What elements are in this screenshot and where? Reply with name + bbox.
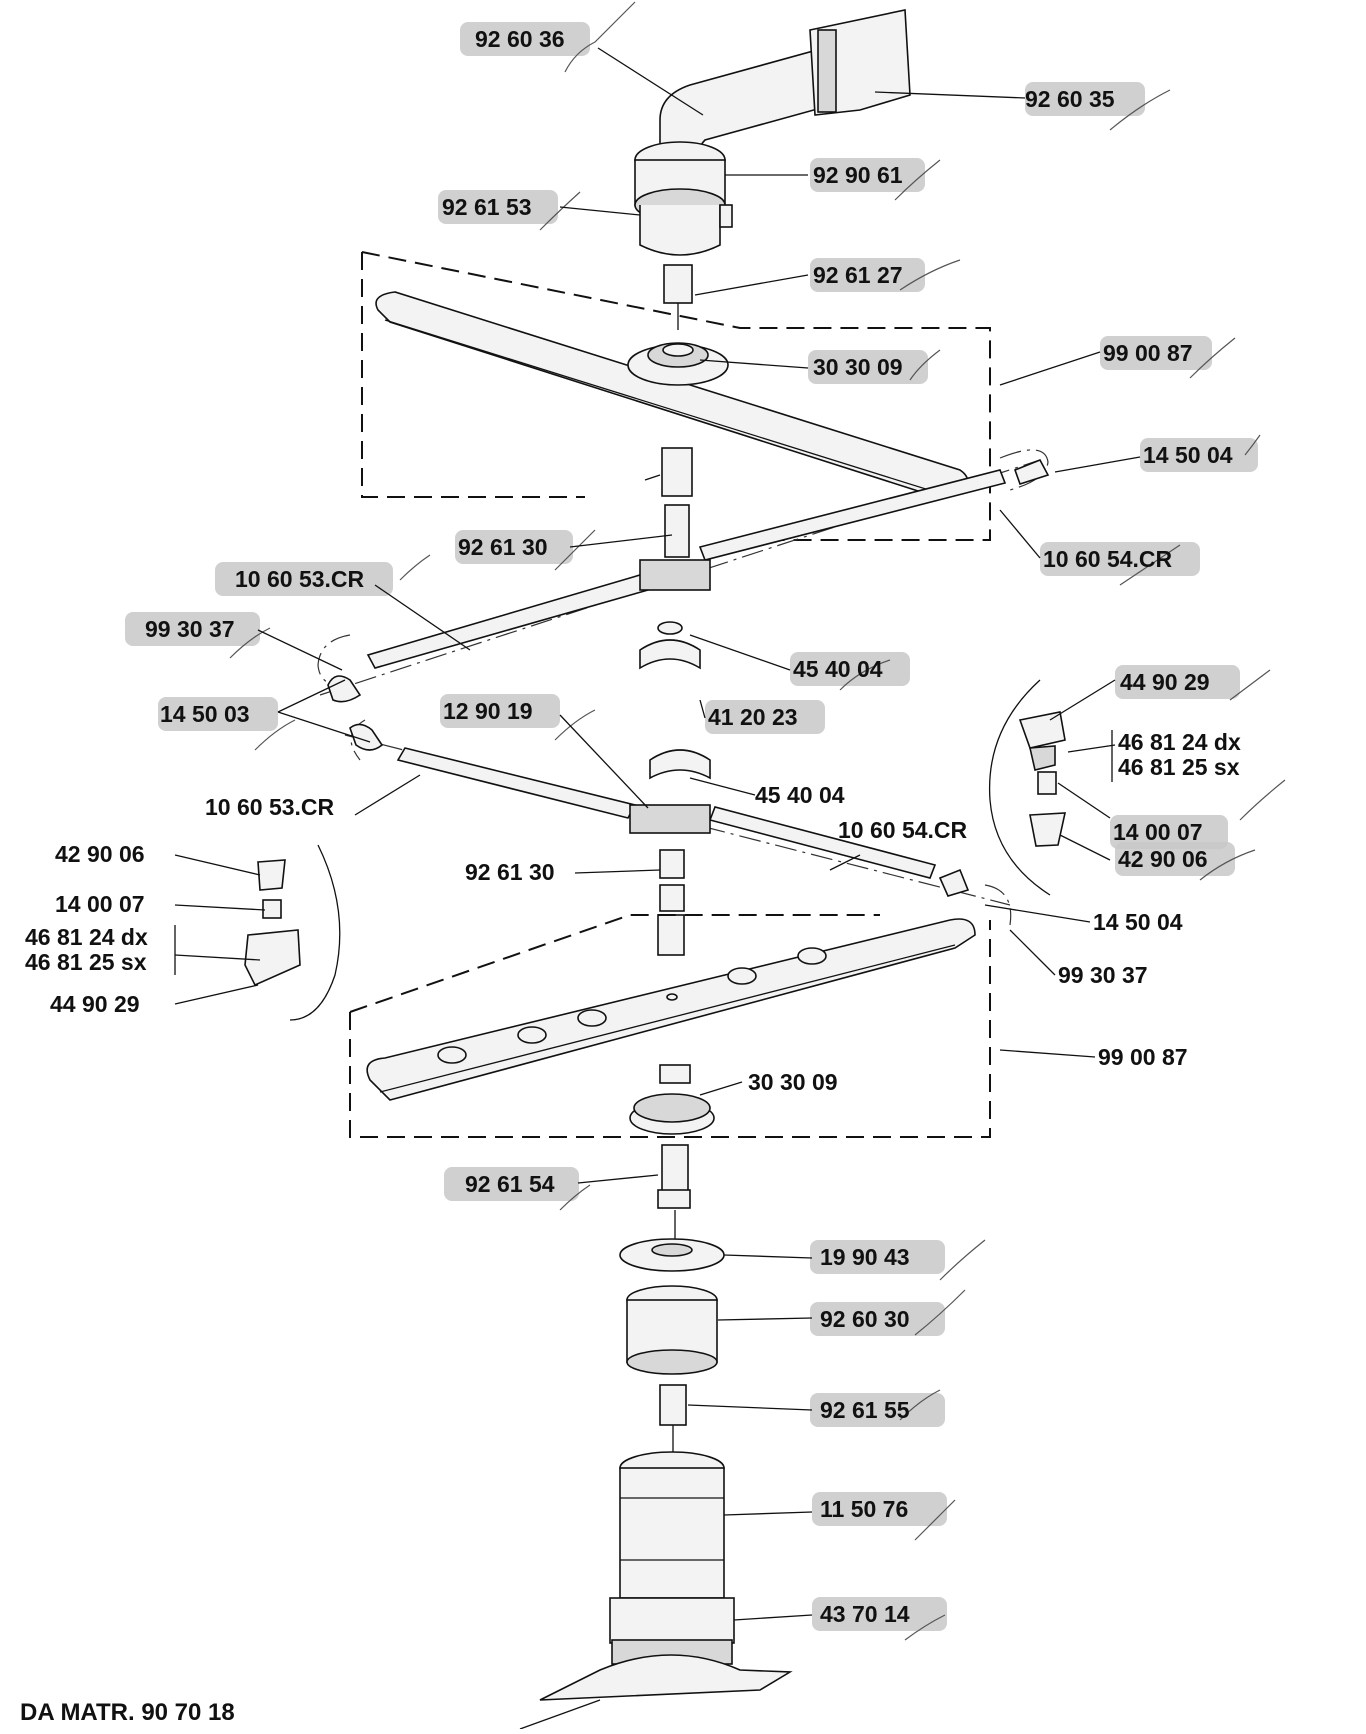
- label-10-60-53-cr-upper: 10 60 53.CR: [235, 566, 365, 592]
- feed-elbow-assembly: [634, 9, 911, 330]
- label-10-60-54-cr-upper: 10 60 54.CR: [1043, 546, 1173, 572]
- label-46-81-24-dx-left: 46 81 24 dx: [25, 924, 148, 950]
- label-45-40-04-upper: 45 40 04: [793, 656, 883, 682]
- check-marks: [229, 1, 1286, 1641]
- label-92-90-61: 92 90 61: [813, 162, 903, 188]
- label-30-30-09-lower: 30 30 09: [748, 1069, 838, 1095]
- label-46-81-24-dx-right: 46 81 24 dx: [1118, 729, 1241, 755]
- label-19-90-43: 19 90 43: [820, 1244, 910, 1270]
- label-highlights: [125, 22, 1258, 1631]
- label-99-00-87-lower: 99 00 87: [1098, 1044, 1188, 1070]
- upper-spray-arm-assembly: [361, 251, 991, 558]
- label-11-50-76: 11 50 76: [820, 1496, 908, 1522]
- label-14-50-04-lower: 14 50 04: [1093, 909, 1183, 935]
- label-92-61-54: 92 61 54: [465, 1171, 555, 1197]
- label-14-50-04-upper: 14 50 04: [1143, 442, 1233, 468]
- label-10-60-54-cr-lower: 10 60 54.CR: [838, 817, 968, 843]
- label-14-00-07-right: 14 00 07: [1113, 819, 1203, 845]
- label-92-61-27: 92 61 27: [813, 262, 903, 288]
- label-43-70-14: 43 70 14: [820, 1601, 910, 1627]
- label-10-60-53-cr-lower: 10 60 53.CR: [205, 794, 335, 820]
- nozzle-detail-right: [988, 679, 1067, 896]
- footer-note: DA MATR. 90 70 18: [20, 1699, 235, 1726]
- label-92-60-35: 92 60 35: [1025, 86, 1115, 112]
- label-30-30-09-upper: 30 30 09: [813, 354, 903, 380]
- label-92-61-55: 92 61 55: [820, 1397, 910, 1423]
- bottom-hub-stack: [519, 1144, 793, 1730]
- label-92-61-53: 92 61 53: [442, 194, 532, 220]
- label-99-30-37-lower: 99 30 37: [1058, 962, 1148, 988]
- label-45-40-04-lower: 45 40 04: [755, 782, 845, 808]
- lower-tube-axis: [344, 719, 1012, 956]
- label-42-90-06-right: 42 90 06: [1118, 846, 1208, 872]
- dx-sx-brackets: [174, 730, 1113, 975]
- label-92-60-30: 92 60 30: [820, 1306, 910, 1332]
- label-42-90-06-left: 42 90 06: [55, 841, 145, 867]
- label-14-00-07-left: 14 00 07: [55, 891, 145, 917]
- label-99-00-87-upper: 99 00 87: [1103, 340, 1193, 366]
- label-44-90-29-left: 44 90 29: [50, 991, 140, 1017]
- label-46-81-25-sx-right: 46 81 25 sx: [1118, 754, 1240, 780]
- leader-lines: [174, 47, 1141, 1621]
- label-92-61-30-upper: 92 61 30: [458, 534, 548, 560]
- lower-spray-arm-assembly: [349, 914, 991, 1138]
- label-92-60-36: 92 60 36: [475, 26, 565, 52]
- label-99-30-37-upper: 99 30 37: [145, 616, 235, 642]
- label-46-81-25-sx-left: 46 81 25 sx: [25, 949, 147, 975]
- label-92-61-30-lower: 92 61 30: [465, 859, 555, 885]
- label-41-20-23: 41 20 23: [708, 704, 798, 730]
- label-14-50-03: 14 50 03: [160, 701, 250, 727]
- label-12-90-19: 12 90 19: [443, 698, 533, 724]
- part-number-labels: 92 60 36 92 60 35 92 90 61 92 61 53 92 6…: [25, 26, 1241, 1627]
- label-44-90-29-right: 44 90 29: [1120, 669, 1210, 695]
- nozzle-detail-left: [244, 844, 341, 1021]
- upper-tube-axis: [317, 449, 1050, 703]
